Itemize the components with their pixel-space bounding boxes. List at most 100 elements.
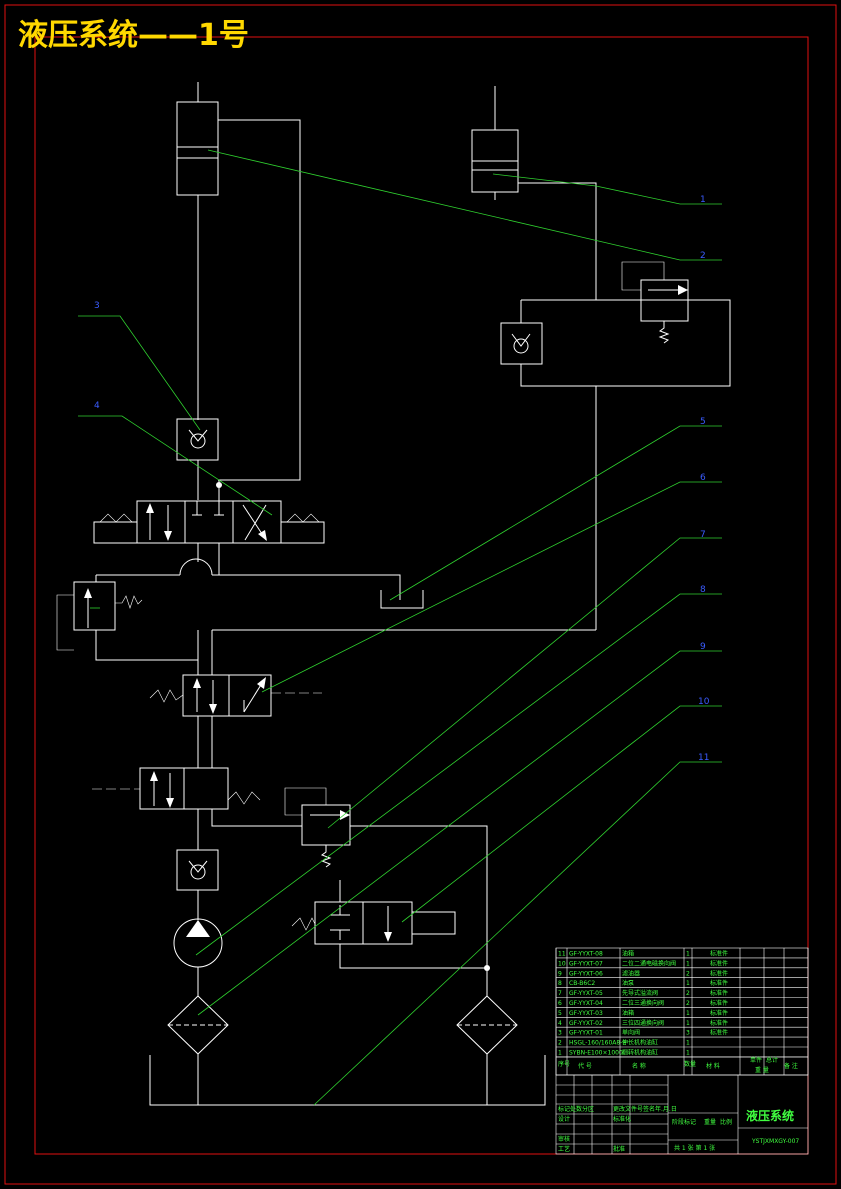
callout-9: 9 — [700, 642, 706, 652]
cylinder-left — [176, 82, 301, 481]
inner-border — [34, 36, 809, 1155]
callout-1: 1 — [700, 195, 706, 205]
cylinder-right — [471, 86, 597, 300]
directional-valve-3pos — [93, 480, 325, 544]
parts-row-qty: 1 — [686, 1050, 690, 1057]
callout-7: 7 — [700, 530, 706, 540]
parts-row-material: 标准件 — [710, 950, 728, 958]
parts-row-material: 标准件 — [710, 979, 728, 987]
callout-2: 2 — [700, 251, 706, 261]
outer-border — [4, 4, 837, 1185]
callout-3: 3 — [94, 301, 100, 311]
parts-list-header: 序号 代 号 名 称 数量 材 料 单件 总计 重 量 备 注 — [556, 1056, 808, 1074]
tb-change-label: 更改文件号签名年.月.日 — [613, 1105, 677, 1113]
parts-row-code: GF-YYXT-01 — [569, 1030, 603, 1037]
parts-row-qty: 2 — [686, 970, 690, 977]
parts-row-material: 标准件 — [710, 999, 728, 1007]
check-valve-lower — [176, 809, 219, 920]
parts-row-qty: 2 — [686, 990, 690, 997]
parts-row-name: 伸长机构油缸 — [622, 1039, 658, 1047]
parts-row-code: GF-YYXT-03 — [569, 1010, 603, 1017]
parts-row-name: 二位二通电磁换向阀 — [622, 959, 676, 967]
parts-row-name: 翻转机构油缸 — [622, 1049, 658, 1057]
return-lines — [96, 543, 424, 609]
tb-sheet-info: 共 1 张 第 1 张 — [674, 1144, 715, 1152]
header-remark: 备 注 — [784, 1062, 798, 1070]
header-code: 代 号 — [578, 1062, 592, 1070]
parts-row-no: 1 — [558, 1050, 562, 1057]
check-valve-right — [500, 299, 731, 387]
callout-4: 4 — [94, 401, 100, 411]
parts-row-no: 6 — [558, 1000, 562, 1007]
tb-row-design: 设计 — [558, 1115, 570, 1123]
header-seq: 序号 — [558, 1060, 570, 1068]
parts-row-qty: 1 — [686, 1020, 690, 1027]
parts-row-qty: 1 — [686, 951, 690, 958]
tb-row-mark: 标记处数分区 — [558, 1105, 594, 1113]
oil-tank — [149, 1055, 546, 1106]
filter-right — [456, 968, 518, 1105]
parts-row-material: 标准件 — [710, 969, 728, 977]
parts-row-code: GF-YYXT-05 — [569, 990, 603, 997]
parts-row-qty: 1 — [686, 1010, 690, 1017]
parts-row-code: GF-YYXT-07 — [569, 960, 603, 967]
parts-row-name: 二位三通换向阀 — [622, 999, 664, 1007]
header-material: 材 料 — [706, 1062, 720, 1070]
drawing-title: 液压系统——1号 — [18, 18, 249, 53]
tb-drawing-no: YSTJXMXGY-007 — [751, 1138, 799, 1145]
parts-row-qty: 2 — [686, 1000, 690, 1007]
parts-row-name: 先导式溢流阀 — [622, 989, 658, 997]
parts-row-qty: 3 — [686, 1030, 690, 1037]
tb-approve-label: 批准 — [613, 1145, 625, 1153]
parts-row-code: GF-YYXT-08 — [569, 951, 603, 958]
tb-weight-label: 重量 — [704, 1118, 716, 1126]
pump — [173, 918, 223, 996]
callout-10: 10 — [698, 697, 710, 707]
title-block: 标记处数分区 设计 审核 工艺 更改文件号签名年.月.日 标准化 批准 阶段标记… — [555, 1074, 809, 1155]
tb-row-process: 工艺 — [558, 1145, 570, 1153]
check-valve-left — [176, 418, 219, 500]
parts-row-qty: 1 — [686, 980, 690, 987]
tb-row-review: 审核 — [558, 1135, 570, 1143]
filter-left — [167, 995, 229, 1105]
parts-row-qty: 1 — [686, 1040, 690, 1047]
parts-row-code: CB-B6C2 — [569, 980, 595, 987]
parts-row-material: 标准件 — [710, 1009, 728, 1017]
parts-row-code: HSGL-160/160A8-E — [569, 1040, 626, 1047]
header-name: 名 称 — [632, 1062, 646, 1070]
parts-row-material: 标准件 — [710, 959, 728, 967]
callout-5: 5 — [700, 417, 706, 427]
parts-row-name: 三位四通换向阀 — [622, 1019, 664, 1027]
parts-row-no: 11 — [558, 951, 566, 958]
parts-row-no: 7 — [558, 990, 562, 997]
header-qty: 数量 — [684, 1060, 696, 1068]
parts-row-name: 单向阀 — [622, 1029, 640, 1037]
parts-row-material: 标准件 — [710, 1029, 728, 1037]
tb-scale-label: 比例 — [720, 1118, 732, 1126]
parts-row-code: GF-YYXT-02 — [569, 1020, 603, 1027]
parts-row-name: 滤油器 — [622, 969, 640, 977]
tb-drawing-name: 液压系统 — [746, 1108, 794, 1123]
parts-row-material: 标准件 — [710, 989, 728, 997]
parts-row-no: 9 — [558, 970, 562, 977]
callout-11: 11 — [698, 753, 709, 763]
parts-row-no: 4 — [558, 1020, 562, 1027]
solenoid-valve-2pos — [291, 880, 490, 971]
tb-std-label: 标准化 — [613, 1115, 631, 1123]
parts-row-code: GF-YYXT-06 — [569, 970, 603, 977]
parts-row-code: SYBN-E100×1000 — [569, 1050, 623, 1057]
parts-row-material: 标准件 — [710, 1019, 728, 1027]
parts-row-no: 8 — [558, 980, 562, 987]
directional-valve-2pos-upper — [149, 630, 322, 717]
header-single: 单件 — [750, 1056, 762, 1064]
parts-row-no: 10 — [558, 960, 566, 967]
parts-row-name: 油箱 — [622, 1009, 634, 1017]
leader-lines — [78, 149, 722, 1106]
tb-stage-label: 阶段标记 — [672, 1118, 696, 1126]
callout-6: 6 — [700, 473, 706, 483]
parts-row-no: 3 — [558, 1030, 562, 1037]
relief-valve-right — [621, 261, 689, 344]
parts-row-no: 5 — [558, 1010, 562, 1017]
